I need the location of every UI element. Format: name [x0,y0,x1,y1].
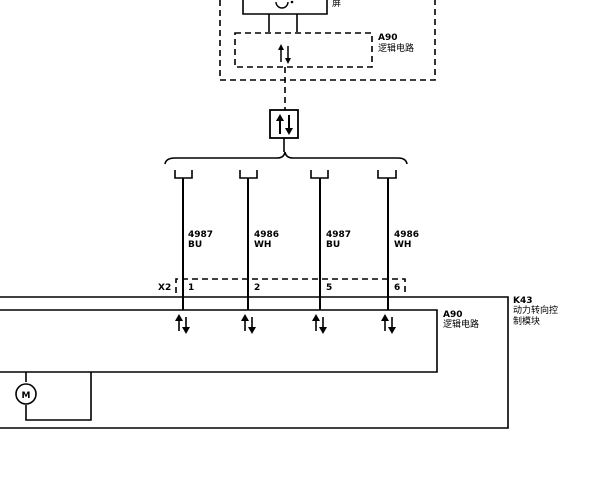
wire-1-bidirectional-arrow-icon [175,314,190,334]
wire-1-pin: 1 [188,283,194,293]
lower-arrows [175,314,396,334]
top-module-partial-label: 屏 [332,0,341,9]
data-link-symbol [269,109,299,139]
upper-logic-outline [234,32,373,68]
data-link-arrows-icon [276,114,293,135]
wire-2-terminal [239,170,258,179]
top-component-dot [290,0,294,4]
data-link-box [269,109,299,139]
control-module-code: K43 [513,296,533,306]
top-module: 屏 [219,0,436,81]
wire-1-color: BU [188,240,202,250]
control-module-k43: K43 动力转向控 制模块 [0,296,558,429]
motor-icon [15,383,37,405]
wire-3-pin: 5 [326,283,332,293]
motor-loop [25,372,92,421]
upper-logic-circuit: A90 逻辑电路 [234,32,414,68]
wire-4-circuit: 4986 [394,230,419,240]
motor-symbol: M [22,391,31,401]
control-module-name-line2: 制模块 [513,315,540,327]
upper-bidirectional-arrow-icon [278,44,291,64]
wire-2-color: WH [254,240,271,250]
wire-3-terminal [310,170,329,179]
wire-3: 4987 BU 5 [310,170,351,310]
wire-1-terminal [174,170,193,179]
wire-2-bidirectional-arrow-icon [241,314,256,334]
lower-logic-outline [0,309,438,373]
wire-4-terminal [377,170,397,179]
wire-1-circuit: 4987 [188,230,213,240]
motor-circuit: M [15,372,92,421]
wire-4-pin: 6 [394,283,400,293]
wire-3-bidirectional-arrow-icon [312,314,327,334]
top-component-box [242,0,328,15]
wire-4-color: WH [394,240,411,250]
lower-logic-name: 逻辑电路 [443,318,479,330]
top-component-symbol [275,1,289,9]
control-module-outline [0,296,509,429]
connector-x2: X2 [158,278,406,293]
wire-group: 4987 BU 1 4986 WH 2 4987 BU 5 4986 WH 6 [174,170,419,310]
upper-logic-code: A90 [378,33,398,43]
wire-4-bidirectional-arrow-icon [381,314,396,334]
wire-2: 4986 WH 2 [239,170,279,310]
connector-name: X2 [158,283,171,293]
wire-3-circuit: 4987 [326,230,351,240]
wire-1: 4987 BU 1 [174,170,213,310]
splice-brace [164,151,408,165]
top-module-outline [219,0,436,81]
connector-outline [175,278,406,293]
wire-4: 4986 WH 6 [377,170,419,310]
control-module-name-line1: 动力转向控 [513,304,558,316]
lower-logic-code: A90 [443,310,463,320]
wire-3-color: BU [326,240,340,250]
wire-2-circuit: 4986 [254,230,279,240]
lower-logic-circuit: A90 逻辑电路 [0,309,479,373]
upper-logic-name: 逻辑电路 [378,42,414,54]
wire-2-pin: 2 [254,283,260,293]
